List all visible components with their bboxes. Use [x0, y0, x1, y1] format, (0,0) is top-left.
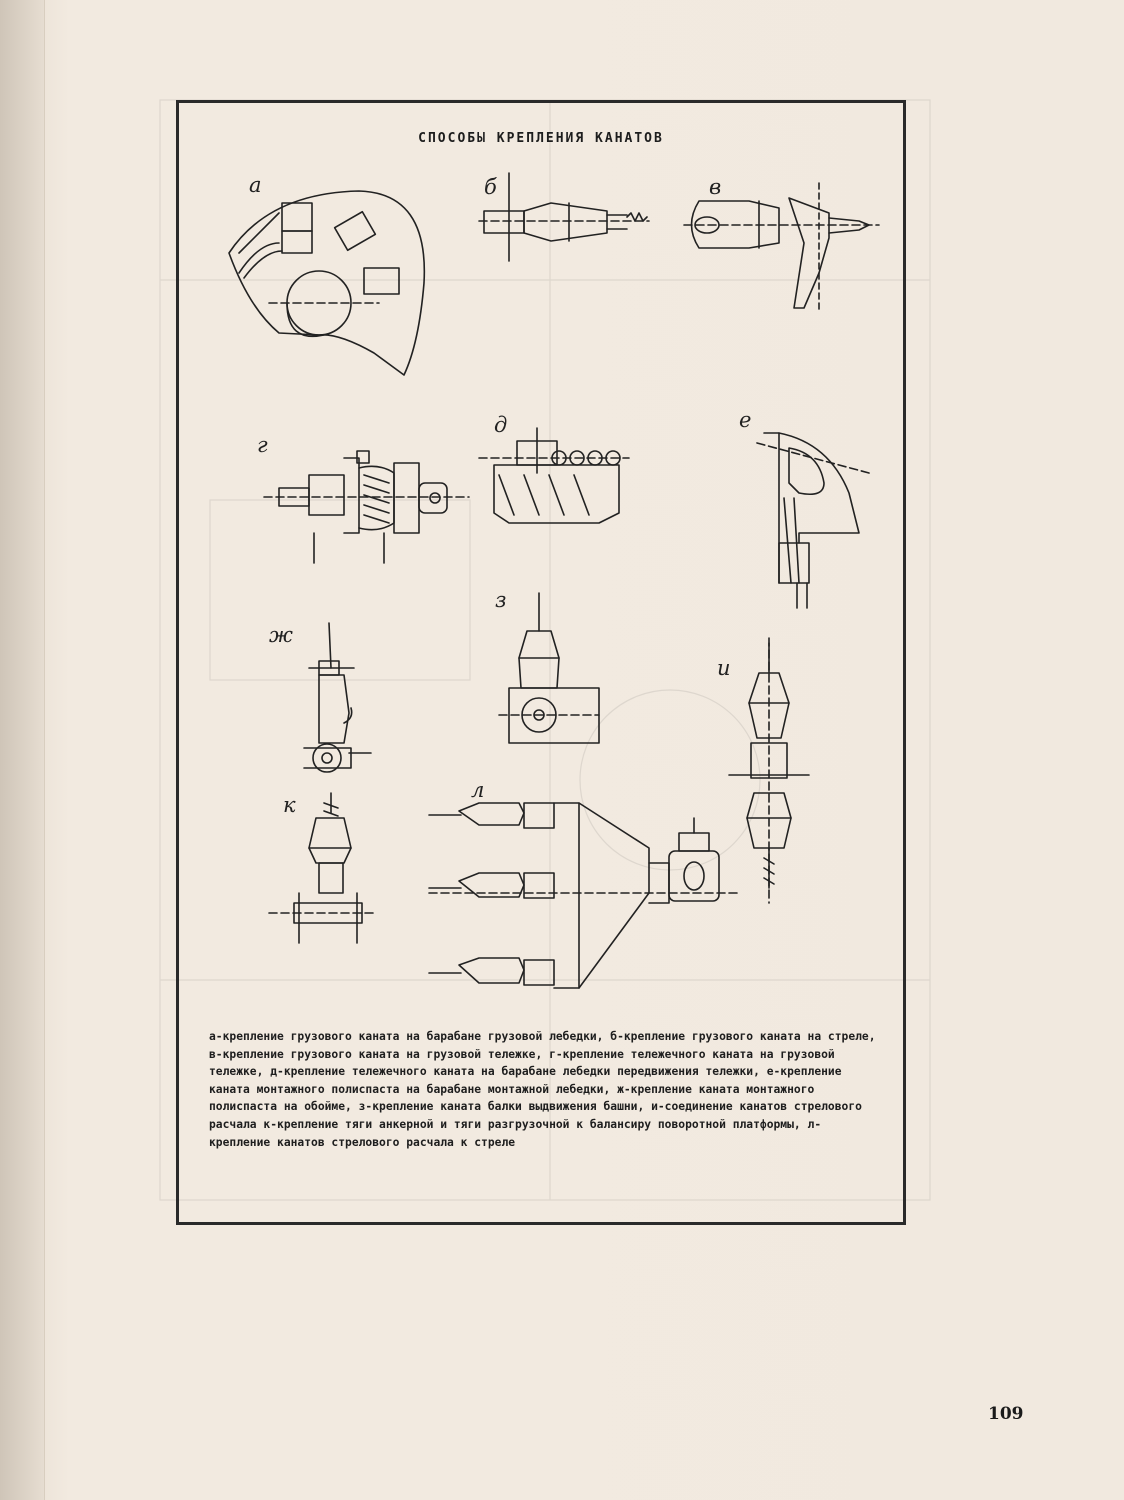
drawing-zh: [303, 622, 372, 773]
drawing-g: [263, 450, 470, 564]
page-binding-edge: [0, 0, 45, 1500]
figure-label-l: л: [471, 778, 485, 802]
page-number: 109: [988, 1404, 1024, 1424]
figure-label-b: б: [484, 175, 497, 199]
figure-label-e: е: [739, 408, 752, 432]
drawing-v: [683, 182, 880, 314]
figure-frame: СПОСОБЫ КРЕПЛЕНИЯ КАНАТОВ: [176, 100, 906, 1225]
drawing-e: [756, 432, 870, 609]
figure-label-i: и: [717, 656, 731, 680]
figure-label-g: г: [257, 433, 268, 457]
figure-title: СПОСОБЫ КРЕПЛЕНИЯ КАНАТОВ: [418, 131, 664, 146]
figure-label-d: д: [494, 413, 508, 437]
drawing-d: [478, 427, 630, 524]
drawing-a-drum: [228, 190, 426, 376]
drawing-l: [428, 802, 740, 989]
rope-fastening-drawings: [228, 172, 880, 989]
drawing-k: [268, 792, 375, 944]
figure-label-a: а: [249, 173, 262, 197]
figure-label-v: в: [709, 175, 722, 199]
figure-label-k: к: [283, 793, 296, 817]
drawing-z: [498, 592, 600, 744]
drawing-i: [728, 637, 810, 904]
figure-label-zh: ж: [269, 623, 293, 647]
figure-label-z: з: [495, 588, 507, 612]
drawing-b: [478, 172, 650, 262]
figure-caption: а-крепление грузового каната на барабане…: [209, 1030, 876, 1149]
